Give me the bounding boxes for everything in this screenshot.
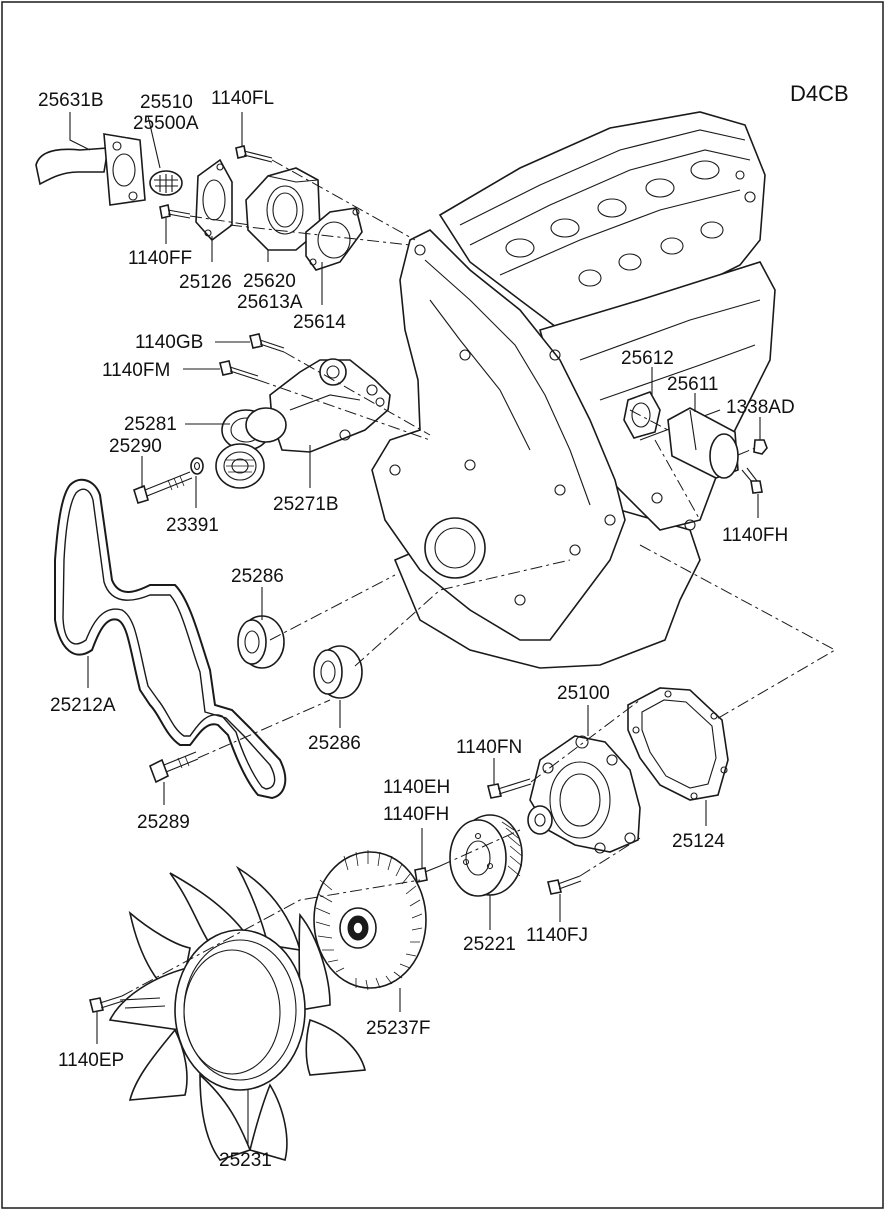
thermostat [149, 170, 183, 196]
housing-gasket-25614 [305, 207, 363, 271]
engine-code-label: D4CB [790, 81, 849, 106]
label-1140fl: 1140FL [211, 88, 274, 109]
label-25237f: 25237F [366, 1018, 430, 1039]
label-1140ep: 1140EP [58, 1050, 124, 1071]
label-1338ad: 1338AD [726, 397, 795, 418]
water-outlet-25611 [667, 407, 739, 479]
part-number-labels: 25631B 25510 25500A 1140FL 1140FF 25126 … [38, 88, 795, 1171]
label-1140fj: 1140FJ [526, 925, 588, 946]
pump-pulley-25221 [449, 814, 523, 897]
bolt-1140ep [89, 995, 124, 1013]
water-pump-25100 [527, 735, 641, 854]
label-25612: 25612 [621, 348, 674, 369]
bolt-1140eh [414, 865, 441, 883]
label-25290: 25290 [109, 436, 162, 457]
label-25510: 25510 [140, 92, 193, 113]
nut-1338ad [753, 439, 768, 455]
label-1140gb: 1140GB [135, 332, 203, 353]
label-25614: 25614 [293, 312, 346, 333]
label-25289: 25289 [137, 812, 190, 833]
label-1140fn: 1140FN [456, 737, 522, 758]
idler-pulley-small [215, 443, 265, 489]
label-25212a: 25212A [50, 695, 116, 716]
tensioner-pulley-25281 [221, 407, 287, 451]
bolt-1140fj [547, 875, 582, 895]
tensioner-bracket-25271b [269, 358, 391, 453]
thermostat-gasket [195, 158, 233, 242]
label-25613a: 25613A [237, 292, 303, 313]
bolt-1140fl [235, 145, 273, 163]
label-1140fh-right: 1140FH [722, 525, 788, 546]
pump-gasket-25124 [627, 687, 729, 801]
label-25286-lower: 25286 [308, 733, 361, 754]
label-25611: 25611 [667, 374, 718, 395]
label-25281: 25281 [124, 414, 177, 435]
assembly-centerlines [121, 159, 837, 997]
label-25286-upper: 25286 [231, 566, 284, 587]
label-25231: 25231 [219, 1150, 272, 1171]
label-1140fm: 1140FM [102, 360, 170, 381]
bolt-1140fh-right [741, 467, 763, 494]
label-23391: 23391 [166, 515, 219, 536]
idler-pulley-25286-upper [237, 615, 285, 669]
label-25271b: 25271B [273, 494, 339, 515]
label-1140ff: 1140FF [128, 248, 192, 269]
drive-belt-25212a [54, 478, 287, 800]
bolt-1140gb [249, 333, 285, 353]
label-25500a: 25500A [133, 113, 199, 134]
label-1140eh: 1140EH [383, 777, 450, 798]
cooling-fan-25231 [108, 865, 367, 1161]
fan-clutch-25237f [313, 850, 427, 991]
label-25124: 25124 [672, 831, 725, 852]
idler-pulley-25286-lower [313, 645, 363, 699]
label-25100: 25100 [557, 683, 610, 704]
label-25221: 25221 [463, 934, 516, 955]
label-25126: 25126 [179, 272, 232, 293]
bolt-1140fn [487, 778, 532, 799]
label-25631b: 25631B [38, 90, 104, 111]
bolt-25290 [133, 471, 193, 504]
bolt-1140fm [219, 360, 259, 381]
bolt-1140ff [159, 204, 191, 219]
label-25620: 25620 [243, 271, 296, 292]
washer-23391 [190, 457, 204, 475]
leader-lines [69, 112, 761, 1144]
gasket-25612 [623, 391, 661, 439]
engine-block [371, 111, 776, 669]
label-1140fh-left: 1140FH [383, 804, 449, 825]
coolant-outlet-pipe [35, 133, 146, 206]
bolt-25289 [148, 751, 199, 784]
